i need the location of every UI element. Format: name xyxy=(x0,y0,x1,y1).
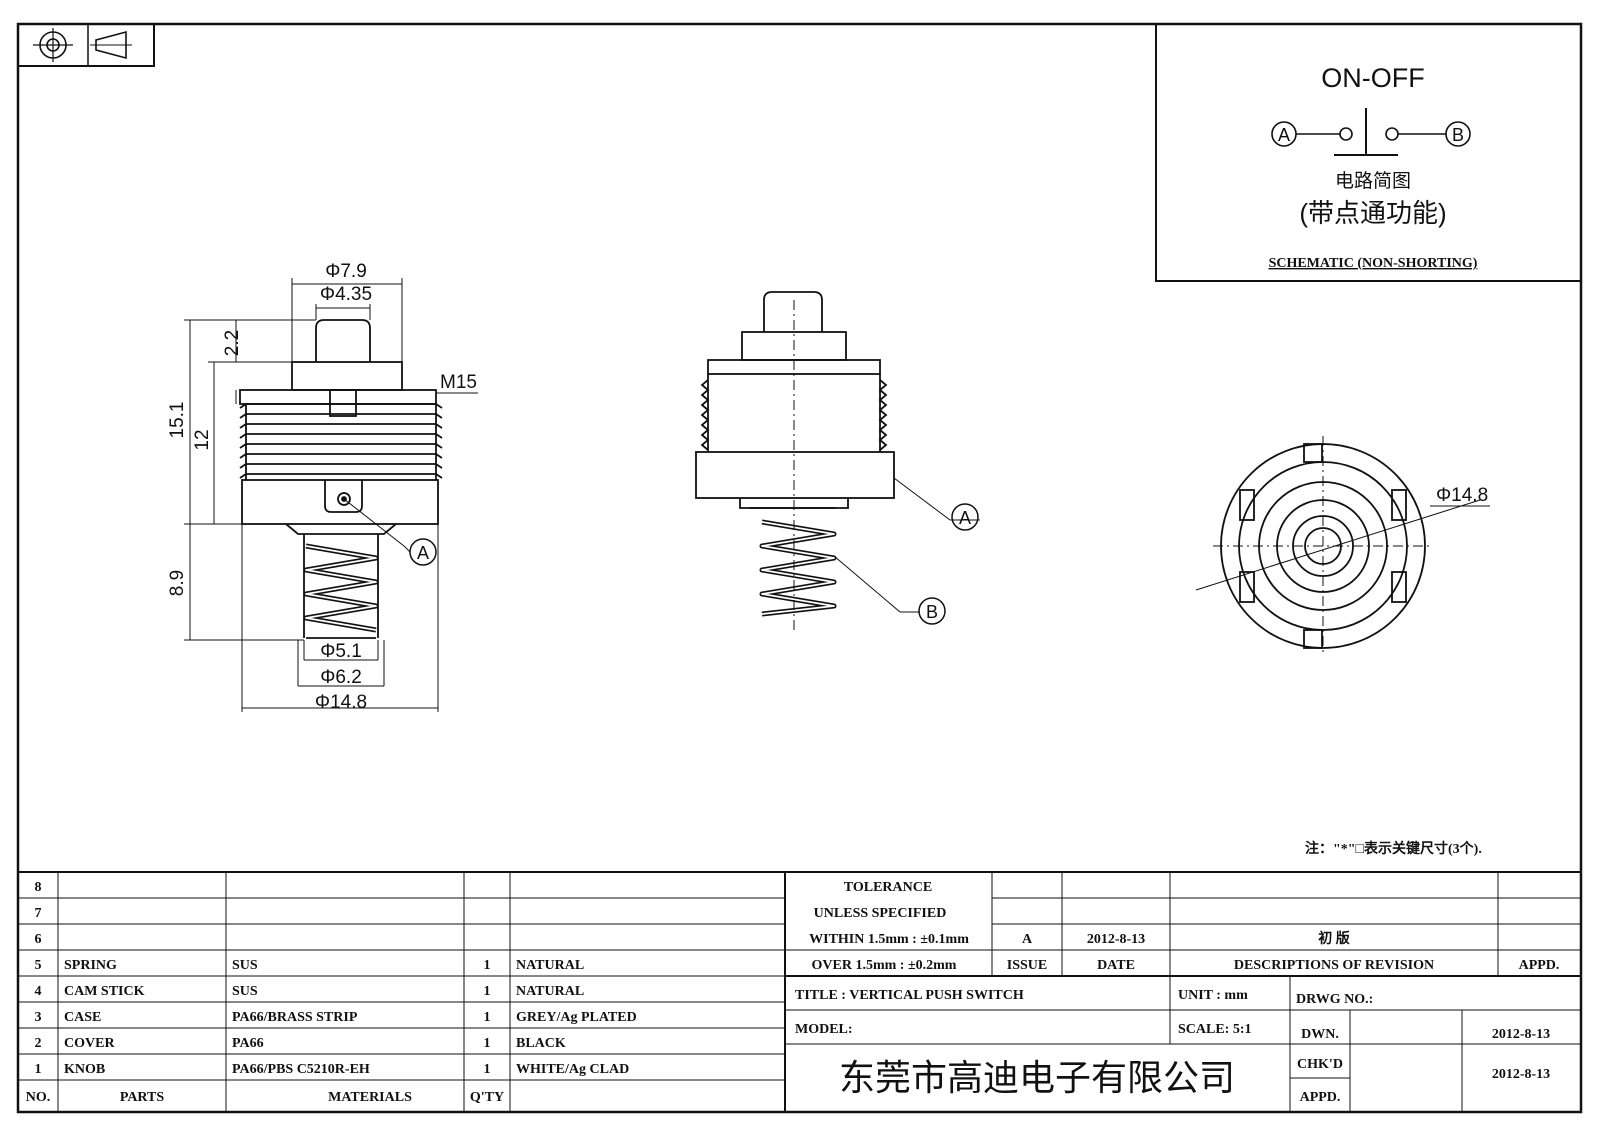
row-part: KNOB xyxy=(64,1062,105,1077)
dim-h151: 15.1 xyxy=(167,402,188,439)
row-part: CAM STICK xyxy=(64,984,145,999)
revision-block: TOLERANCE UNLESS SPECIFIED WITHIN 1.5mm … xyxy=(809,880,1559,973)
right-view xyxy=(1195,436,1490,656)
row-material: PA66 xyxy=(232,1036,264,1051)
dwn-date: 2012-8-13 xyxy=(1492,1027,1550,1042)
callout-a-mid-circle xyxy=(951,503,979,531)
row-material: PA66/PBS C5210R-EH xyxy=(232,1062,370,1077)
row-finish: NATURAL xyxy=(516,984,584,999)
dim-m15: M15 xyxy=(440,372,477,393)
dim-d148-end: Φ14.8 xyxy=(1436,485,1488,506)
row-no: 2 xyxy=(35,1036,42,1051)
row-finish: BLACK xyxy=(516,1036,566,1051)
drwg-no-label: DRWG NO.: xyxy=(1296,992,1373,1007)
row-qty: 1 xyxy=(484,958,491,973)
row-no: 7 xyxy=(35,906,42,921)
callout-a-mid: A xyxy=(959,508,971,528)
row-material: PA66/BRASS STRIP xyxy=(232,1010,358,1025)
switch-type-label: ON-OFF xyxy=(1321,63,1424,93)
row-no: 8 xyxy=(35,880,42,895)
dim-d79: Φ7.9 xyxy=(325,261,367,282)
drawing-title: TITLE : VERTICAL PUSH SWITCH xyxy=(795,988,1024,1003)
middle-view-leaders xyxy=(833,477,980,613)
sheet-border xyxy=(16,22,1583,1114)
row-finish: NATURAL xyxy=(516,958,584,973)
chkd-date: 2012-8-13 xyxy=(1492,1067,1550,1082)
terminal-b-circle xyxy=(1445,121,1471,147)
tolerance-line2: UNLESS SPECIFIED xyxy=(814,906,947,921)
row-part: CASE xyxy=(64,1010,101,1025)
scale-label: SCALE: 5:1 xyxy=(1178,1022,1252,1037)
title-block: TITLE : VERTICAL PUSH SWITCH UNIT : mm D… xyxy=(795,988,1550,1105)
dim-d435: Φ4.35 xyxy=(320,284,372,305)
middle-view xyxy=(695,291,895,630)
drawing-note: 注："*"□表示关键尺寸(3个). xyxy=(1305,840,1482,857)
callout-b: B xyxy=(926,602,938,622)
dim-h12: 12 xyxy=(192,429,213,450)
row-material: SUS xyxy=(232,984,258,999)
terminal-a-label: A xyxy=(1278,125,1290,145)
row-no: 3 xyxy=(35,1010,42,1025)
callout-a-left-circle xyxy=(409,538,437,566)
terminal-b-label: B xyxy=(1452,125,1464,145)
date-label: DATE xyxy=(1097,958,1135,973)
schematic-caption-cn: 电路简图 xyxy=(1335,170,1411,192)
dim-h89: 8.9 xyxy=(167,570,188,596)
dim-d62: Φ6.2 xyxy=(320,667,362,688)
projection-symbol xyxy=(17,23,155,67)
row-qty: 1 xyxy=(484,1062,491,1077)
revision-appd-label: APPD. xyxy=(1519,958,1560,973)
row-finish: GREY/Ag PLATED xyxy=(516,1010,637,1025)
dim-d51: Φ5.1 xyxy=(320,641,362,662)
header-qty: Q'TY xyxy=(470,1090,504,1105)
parts-table-grid xyxy=(18,871,1581,1112)
unit-label: UNIT : mm xyxy=(1178,988,1248,1003)
chkd-label: CHK'D xyxy=(1297,1057,1343,1072)
header-materials: MATERIALS xyxy=(328,1090,412,1105)
header-parts: PARTS xyxy=(120,1090,165,1105)
revision-date: 2012-8-13 xyxy=(1087,932,1145,947)
row-part: COVER xyxy=(64,1036,115,1051)
dim-d148: Φ14.8 xyxy=(315,692,367,713)
row-qty: 1 xyxy=(484,1036,491,1051)
row-finish: WHITE/Ag CLAD xyxy=(516,1062,629,1077)
row-no: 4 xyxy=(35,984,42,999)
tolerance-line1: TOLERANCE xyxy=(844,880,932,895)
tolerance-line4: OVER 1.5mm : ±0.2mm xyxy=(812,958,957,973)
parts-table: 8 7 6 5 SPRING SUS 1 NATURAL 4 CAM STICK… xyxy=(26,880,637,1105)
appd-label: APPD. xyxy=(1300,1090,1341,1105)
tolerance-line3: WITHIN 1.5mm : ±0.1mm xyxy=(809,932,969,947)
row-part: SPRING xyxy=(64,958,117,973)
callout-a-left: A xyxy=(417,543,429,563)
schematic-function-cn: (带点通功能) xyxy=(1299,198,1446,228)
descriptions-label: DESCRIPTIONS OF REVISION xyxy=(1234,958,1434,973)
row-qty: 1 xyxy=(484,984,491,999)
revision-issue: A xyxy=(1022,932,1033,947)
row-qty: 1 xyxy=(484,1010,491,1025)
issue-label: ISSUE xyxy=(1007,958,1047,973)
schematic-box: ON-OFF A B 电路简图 (带点通功能) SCHEMATIC (NON-S… xyxy=(1155,23,1582,282)
row-no: 1 xyxy=(35,1062,42,1077)
header-no: NO. xyxy=(26,1090,51,1105)
dwn-label: DWN. xyxy=(1301,1027,1339,1042)
left-view xyxy=(239,319,443,639)
company-name: 东莞市高迪电子有限公司 xyxy=(839,1057,1235,1098)
dim-h22: 2.2 xyxy=(222,330,243,356)
model-label: MODEL: xyxy=(795,1022,853,1037)
schematic-caption-en: SCHEMATIC (NON-SHORTING) xyxy=(1269,256,1478,271)
revision-description: 初 版 xyxy=(1318,930,1350,947)
row-material: SUS xyxy=(232,958,258,973)
row-no: 6 xyxy=(35,932,42,947)
left-view-dimensions xyxy=(184,278,478,712)
callout-b-circle xyxy=(918,597,946,625)
row-no: 5 xyxy=(35,958,42,973)
